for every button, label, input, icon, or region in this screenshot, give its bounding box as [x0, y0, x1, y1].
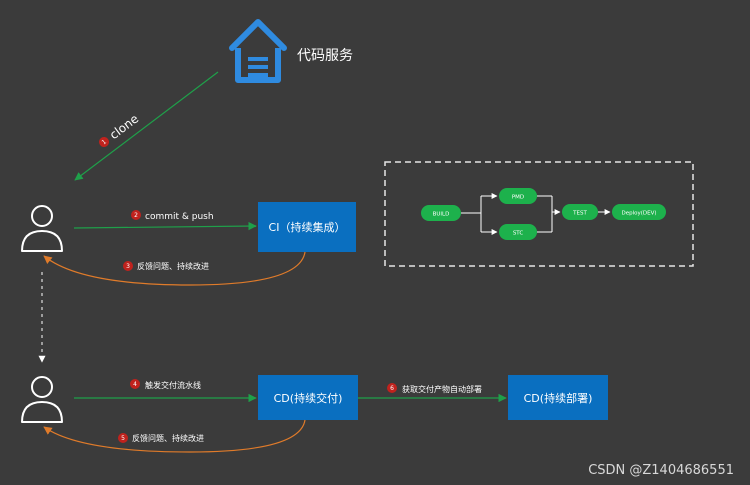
watermark: CSDN @Z1404686551 — [588, 463, 734, 478]
cd-delivery-label: CD(持续交付) — [274, 391, 343, 405]
step-number: 1 — [101, 138, 108, 146]
pipeline-stc-pill: STC — [499, 224, 537, 240]
ci-box-label: CI（持续集成） — [269, 220, 346, 234]
cd-deploy-label: CD(持续部署) — [524, 391, 593, 405]
developer-2-icon — [21, 376, 63, 423]
step-3-label: 3 反馈问题、持续改进 — [123, 261, 209, 271]
step-text: 反馈问题、持续改进 — [137, 261, 209, 271]
pill-label: PMD — [512, 195, 524, 201]
feedback-arrow-3 — [43, 251, 306, 286]
step-badge — [387, 383, 397, 393]
pipeline-pmd-pill: PMD — [499, 188, 537, 204]
pipeline-build-pill: BUILD — [421, 205, 461, 221]
step-text: clone — [107, 112, 141, 143]
pipeline-frame — [384, 161, 694, 267]
developer-1-icon — [21, 205, 63, 252]
step-badge — [130, 379, 140, 389]
cd-delivery-box — [258, 375, 358, 420]
commit-push-arrow — [73, 221, 257, 231]
repo-house-icon — [229, 19, 287, 83]
pill-label: Deploy(DEV) — [621, 211, 656, 217]
step-number: 3 — [126, 263, 130, 270]
step-1-label: 1 clone — [99, 112, 141, 147]
pipeline-test-pill: TEST — [562, 204, 598, 220]
step-badge — [131, 210, 141, 220]
repo-label: 代码服务 — [297, 48, 353, 64]
step-6-label: 6 获取交付产物自动部署 — [387, 383, 482, 394]
step-number: 4 — [133, 381, 137, 388]
step-badge — [123, 261, 133, 271]
step-text: commit & push — [145, 212, 214, 222]
step-text: 反馈问题、持续改进 — [132, 433, 204, 443]
step-text: 触发交付流水线 — [145, 380, 201, 390]
cd-deploy-box — [508, 375, 608, 420]
clone-arrow — [74, 71, 219, 181]
pill-label: STC — [513, 231, 524, 237]
step-4-label: 4 触发交付流水线 — [130, 379, 201, 390]
step-number: 5 — [121, 435, 125, 442]
step-number: 6 — [390, 385, 394, 392]
pipeline-connectors — [461, 193, 611, 235]
feedback-arrow-5 — [43, 419, 306, 453]
pill-label: BUILD — [433, 212, 450, 218]
ci-box — [258, 202, 356, 252]
step-2-label: 2 commit & push — [131, 210, 214, 222]
pipeline-deploy-pill: Deploy(DEV) — [612, 204, 666, 220]
step-text: 获取交付产物自动部署 — [402, 384, 482, 394]
step-badge — [118, 433, 128, 443]
pill-label: TEST — [572, 211, 587, 217]
step-5-label: 5 反馈问题、持续改进 — [118, 433, 204, 443]
step-badge — [99, 137, 109, 147]
step-number: 2 — [134, 212, 138, 219]
